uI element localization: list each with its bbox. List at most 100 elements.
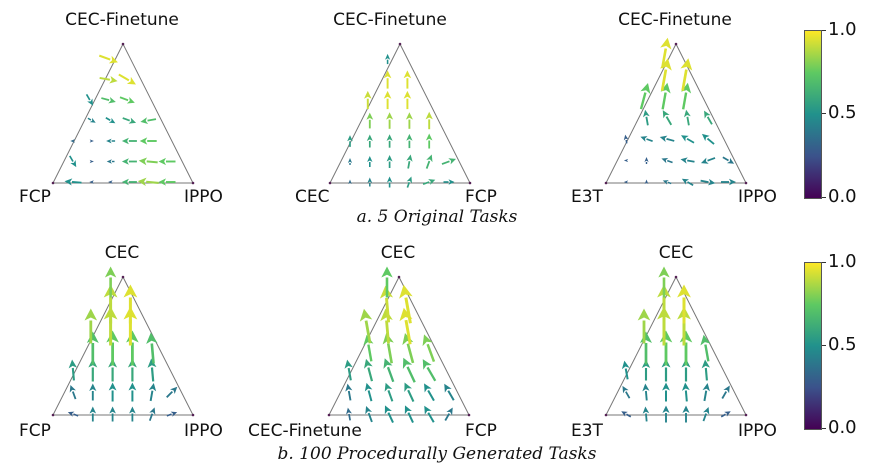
arrow-shaft xyxy=(147,118,157,122)
quiver-arrow xyxy=(662,405,670,423)
arrow-shaft xyxy=(661,92,667,110)
arrow-head xyxy=(384,382,393,392)
arrow-head xyxy=(723,385,730,394)
quiver-arrow xyxy=(383,90,392,110)
arrow-head xyxy=(106,138,112,144)
arrow-head xyxy=(126,76,136,85)
colorbar-b-tick xyxy=(822,428,826,429)
quiver-arrow xyxy=(701,133,715,145)
quiver-arrow xyxy=(98,54,118,64)
arrow-shaft xyxy=(150,367,155,382)
arrow-shaft xyxy=(71,180,82,184)
arrow-head xyxy=(662,110,670,119)
quiver-arrow xyxy=(119,96,135,104)
quiver-arrow xyxy=(147,358,157,382)
arrow-shaft xyxy=(406,366,416,383)
quiver-arrow xyxy=(700,178,716,186)
quiver-arrow xyxy=(623,158,629,163)
arrow-head xyxy=(623,158,629,163)
quiver-arrow xyxy=(148,383,157,402)
quiver-arrow xyxy=(365,406,373,423)
quiver-arrow xyxy=(680,157,695,164)
arrow-head xyxy=(681,178,689,185)
arrow-shaft xyxy=(425,160,431,169)
quiver-arrow xyxy=(702,383,710,402)
arrow-shaft xyxy=(69,155,74,162)
vertex-marker xyxy=(604,181,608,185)
panel-a3-top-label: CEC-Finetune xyxy=(618,10,732,30)
caption-b: b. 100 Procedurally Generated Tasks xyxy=(277,444,597,464)
quiver-arrow xyxy=(366,134,373,148)
quiver-arrow xyxy=(403,90,412,110)
arrow-head xyxy=(621,411,628,417)
arrow-head xyxy=(700,157,709,164)
arrow-head xyxy=(106,330,119,343)
arrow-head xyxy=(359,308,373,322)
arrow-shaft xyxy=(687,159,695,163)
arrow-head xyxy=(170,386,178,394)
quiver-arrow xyxy=(383,70,392,89)
arrow-shaft xyxy=(667,159,673,164)
arrow-head xyxy=(405,112,413,120)
quiver-arrow xyxy=(701,359,711,381)
arrow-shaft xyxy=(427,412,435,423)
quiver-arrow xyxy=(425,154,433,169)
quiver-arrow xyxy=(383,358,395,383)
arrow-shaft xyxy=(404,297,412,324)
arrow-shaft xyxy=(364,320,372,344)
vertex-marker xyxy=(468,181,472,185)
quiver-arrow xyxy=(364,358,374,382)
arrow-head xyxy=(89,139,94,143)
colorbar-b-tick-label: 1.0 xyxy=(828,251,857,272)
quiver-arrow xyxy=(623,134,629,144)
quiver-arrow xyxy=(441,158,457,165)
arrow-head xyxy=(84,308,98,321)
colorbar-b-tick-label: 0.0 xyxy=(828,417,857,438)
arrow-head xyxy=(422,334,433,347)
panel-b3-right-label: IPPO xyxy=(738,421,777,441)
quiver-arrow xyxy=(621,360,630,380)
vertex-marker xyxy=(467,413,471,417)
arrow-head xyxy=(86,331,99,343)
vertex-marker xyxy=(397,275,401,279)
arrow-shaft xyxy=(447,390,455,401)
arrow-head xyxy=(622,385,629,394)
vertex-marker xyxy=(51,181,55,185)
quiver-arrow xyxy=(86,331,99,365)
quiver-arrow xyxy=(346,407,352,421)
quiver-arrow xyxy=(105,117,116,124)
arrow-head xyxy=(383,70,392,79)
quiver-arrow xyxy=(359,308,373,344)
arrow-head xyxy=(348,179,352,184)
arrow-head xyxy=(366,134,373,141)
panel-a1-right-label: IPPO xyxy=(184,187,223,207)
quiver-arrow xyxy=(122,117,137,124)
arrow-shaft xyxy=(367,367,374,382)
quiver-arrow xyxy=(384,405,394,424)
arrow-head xyxy=(623,134,629,141)
quiver-arrow xyxy=(138,157,158,166)
arrow-shaft xyxy=(702,413,708,422)
arrow-head xyxy=(364,358,373,369)
panel-a2-right-label: FCP xyxy=(465,187,497,207)
quiver-arrow xyxy=(425,111,433,130)
colorbar-a-tick xyxy=(822,113,826,114)
quiver-arrow xyxy=(68,359,78,381)
arrow-shaft xyxy=(706,116,713,125)
arrow-shaft xyxy=(407,412,414,424)
arrow-head xyxy=(659,330,673,343)
quiver-arrow xyxy=(106,159,115,164)
arrow-head xyxy=(428,179,436,185)
arrow-head xyxy=(108,117,116,124)
quiver-arrow xyxy=(106,138,116,144)
caption-a: a. 5 Original Tasks xyxy=(356,207,518,227)
quiver-arrow xyxy=(166,386,178,398)
arrow-head xyxy=(70,139,75,143)
quiver-arrow xyxy=(386,134,393,148)
arrow-shaft xyxy=(639,92,647,110)
arrow-shaft xyxy=(385,320,390,344)
quiver-arrow xyxy=(700,334,711,362)
panel-b1-top-label: CEC xyxy=(104,243,140,263)
quiver-arrow xyxy=(422,359,437,382)
